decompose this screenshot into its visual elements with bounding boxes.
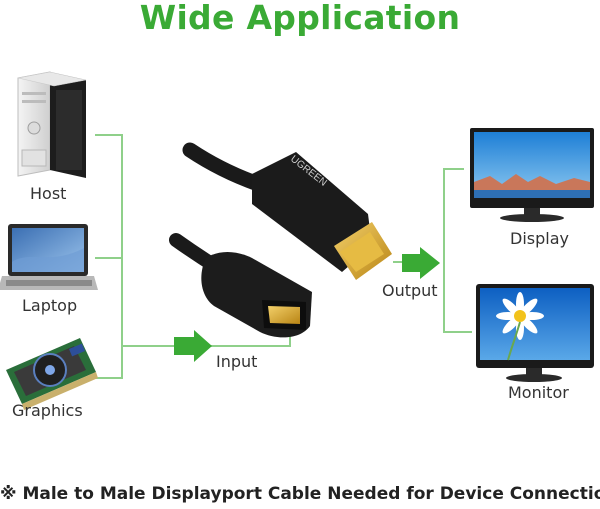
display-monitor-icon bbox=[470, 128, 594, 222]
laptop-icon bbox=[0, 224, 98, 290]
displayport-female-connector-icon bbox=[169, 233, 312, 338]
input-label: Input bbox=[216, 352, 258, 371]
host-tower-icon bbox=[17, 71, 87, 178]
monitor-label: Monitor bbox=[508, 383, 569, 402]
displayport-male-connector-icon: UGREEN bbox=[182, 142, 392, 280]
display-label: Display bbox=[510, 229, 569, 248]
host-label: Host bbox=[30, 184, 67, 203]
monitor-icon bbox=[476, 284, 594, 382]
footnote: ※ Male to Male Displayport Cable Needed … bbox=[0, 484, 600, 504]
input-arrow-icon bbox=[174, 330, 212, 362]
output-label: Output bbox=[382, 281, 438, 300]
output-arrow-icon bbox=[402, 247, 440, 279]
destination-connector-lines bbox=[393, 168, 472, 333]
graphics-card-icon bbox=[6, 338, 98, 410]
laptop-label: Laptop bbox=[22, 296, 78, 315]
graphics-label: Graphics bbox=[12, 401, 83, 420]
page-title: Wide Application bbox=[139, 0, 461, 37]
